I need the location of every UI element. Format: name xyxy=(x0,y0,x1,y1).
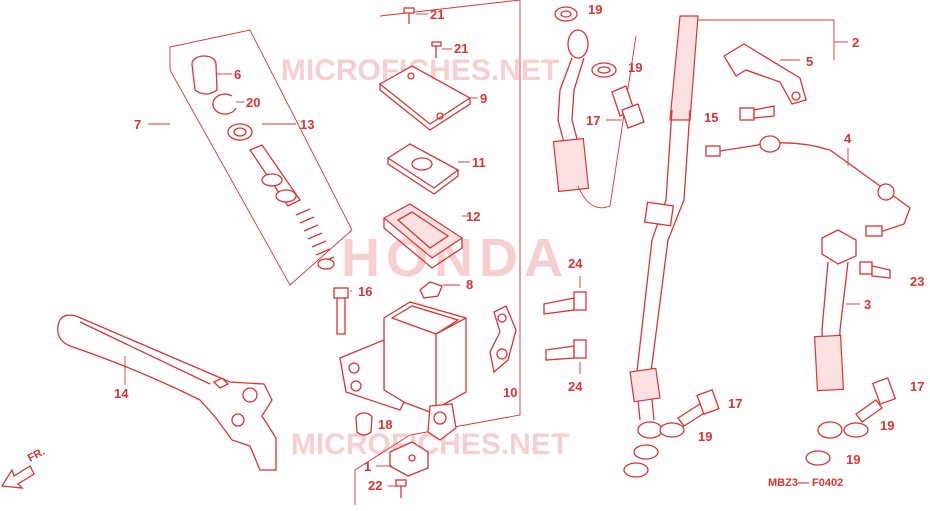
diaphragm-part-12 xyxy=(382,203,470,269)
callout-7: 7 xyxy=(134,117,141,132)
callout-11: 11 xyxy=(472,155,486,170)
upper-brake-hose xyxy=(552,6,637,209)
callout-22: 22 xyxy=(368,478,382,493)
callout-17-c: 17 xyxy=(910,379,924,394)
screw-part-21-a xyxy=(403,7,428,24)
callout-19-b: 19 xyxy=(628,60,642,75)
boot-part-6 xyxy=(191,55,232,95)
callout-1: 1 xyxy=(364,459,371,474)
bolt-part-17-c xyxy=(855,377,897,423)
washer-19-a xyxy=(591,62,617,78)
callout-24-a: 24 xyxy=(568,256,583,271)
callout-6: 6 xyxy=(234,67,241,82)
plate-part-11 xyxy=(386,143,470,195)
cap-part-18 xyxy=(355,412,373,436)
master-cylinder-body xyxy=(339,301,467,441)
short-brake-hose-part-3 xyxy=(813,229,860,439)
callout-15: 15 xyxy=(704,110,718,125)
callout-19-e: 19 xyxy=(880,418,894,433)
bolt-part-15 xyxy=(739,105,775,121)
callout-20: 20 xyxy=(246,95,260,110)
callout-5: 5 xyxy=(806,54,813,69)
front-direction-label: FR. xyxy=(26,446,47,465)
switch-part-1 xyxy=(376,441,429,477)
callout-18: 18 xyxy=(378,417,392,432)
holder-part-10 xyxy=(489,305,517,374)
callout-3: 3 xyxy=(864,297,871,312)
callout-24-b: 24 xyxy=(568,379,583,394)
callout-21-b: 21 xyxy=(454,41,468,56)
bolt-part-16 xyxy=(333,287,352,335)
callout-19-a: 19 xyxy=(588,2,602,17)
long-brake-hose-part-2 xyxy=(629,15,848,439)
bolt-part-24-lower xyxy=(545,339,587,374)
callout-12: 12 xyxy=(466,209,480,224)
washer xyxy=(227,123,253,141)
master-cylinder-outline xyxy=(354,0,521,505)
washer-19-b xyxy=(659,422,685,438)
screw-part-22 xyxy=(388,479,407,498)
washer-19-e xyxy=(843,422,869,438)
front-direction-arrow xyxy=(0,465,35,489)
callout-2: 2 xyxy=(852,35,859,50)
clamp-part-5 xyxy=(723,43,807,105)
bolt-part-23 xyxy=(859,261,891,279)
callout-23: 23 xyxy=(910,274,924,289)
callout-19-c: 19 xyxy=(698,429,712,444)
callout-9: 9 xyxy=(480,91,487,106)
callout-19-f: 19 xyxy=(846,452,860,467)
brake-lever-part-14 xyxy=(57,314,277,471)
drawing-code: MBZ3— F0402 xyxy=(768,477,843,489)
callout-14: 14 xyxy=(114,386,129,401)
bolt-part-17-b xyxy=(677,389,720,427)
screw-part-21-b xyxy=(431,41,452,58)
circlip-part-20 xyxy=(212,93,244,115)
brake-pipe-part-4 xyxy=(705,135,911,237)
washer-19-c xyxy=(633,444,659,460)
callout-17-b: 17 xyxy=(728,396,742,411)
callout-4: 4 xyxy=(844,131,852,146)
callout-13: 13 xyxy=(300,117,314,132)
washer-19-d xyxy=(623,462,649,478)
callout-21-a: 21 xyxy=(430,7,444,22)
callout-10: 10 xyxy=(503,385,517,400)
reservoir-cap-part-9 xyxy=(378,65,478,131)
callout-8: 8 xyxy=(466,277,473,292)
callout-16: 16 xyxy=(358,284,372,299)
washer-19-f xyxy=(805,450,831,466)
pivot-part-8 xyxy=(419,281,460,299)
piston-assembly xyxy=(249,144,335,270)
cylinder-kit-outline xyxy=(169,29,353,286)
callout-17-a: 17 xyxy=(586,113,600,128)
bolt-part-17-a xyxy=(606,85,645,129)
bolt-part-24-upper xyxy=(543,276,587,315)
